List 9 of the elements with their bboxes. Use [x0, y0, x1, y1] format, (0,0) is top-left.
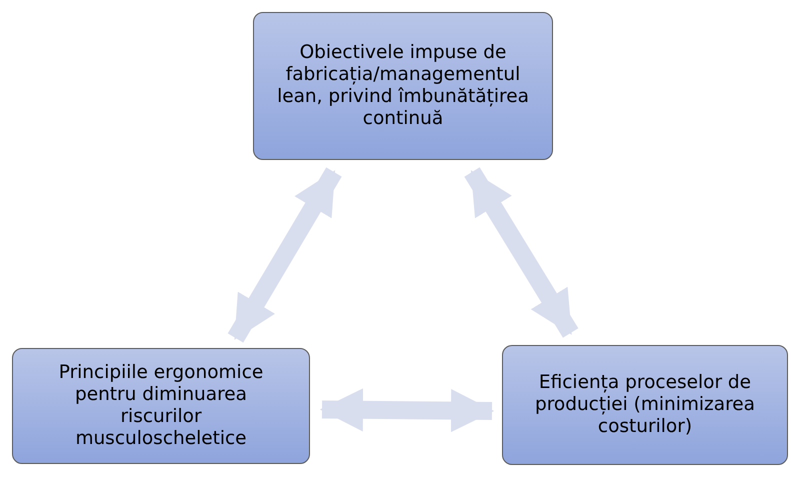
rounded-box [12, 348, 310, 464]
rounded-box [253, 12, 553, 160]
rounded-box [502, 345, 788, 465]
double-arrow [228, 167, 342, 343]
double-arrow [464, 167, 578, 338]
box-text: Principiile ergonomice pentru diminuarea riscurilor musculoscheletice [58, 362, 264, 450]
box-text: Eficiența proceselor de producției (minimizarea costurilor) [534, 372, 756, 438]
double-arrow [320, 388, 494, 432]
box-text: Obiectivele impuse de fabricația/managementul lean, privind îmbunătățirea continuă [276, 42, 530, 130]
